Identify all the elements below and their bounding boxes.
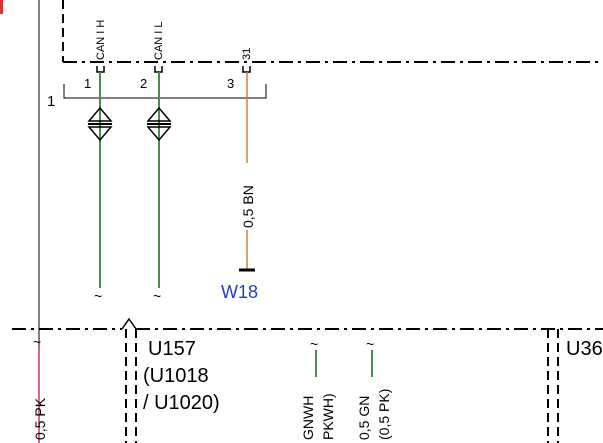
connector-number: 1 bbox=[47, 93, 55, 110]
ground-wire-label: 0,5 BN bbox=[240, 185, 256, 228]
gnwh-wire-break-mark: ~ bbox=[310, 336, 318, 352]
gnwh-wire-label-line2: PKWH) bbox=[320, 393, 336, 440]
pin-3-terminal bbox=[242, 66, 251, 73]
pin-2-terminal bbox=[154, 66, 163, 73]
pk-wire-break-mark: ~ bbox=[33, 334, 41, 350]
bottom-boundary-notch bbox=[121, 317, 137, 330]
gn-wire-label-line1: 0,5 GN bbox=[356, 396, 372, 440]
u157-label-line2: (U1018 bbox=[143, 365, 209, 387]
pin-2-number: 2 bbox=[140, 76, 147, 91]
u157-label-line3: / U1020) bbox=[143, 392, 220, 414]
u157-label-line1: U157 bbox=[148, 338, 196, 360]
gnwh-wire-label-line1: GNWH bbox=[300, 396, 316, 440]
pin-2-signal: CAN I L bbox=[153, 21, 165, 60]
pin-3-signal: 31 bbox=[241, 48, 253, 60]
pin-3-number: 3 bbox=[227, 76, 234, 91]
inline-connector-can-low-icon bbox=[146, 106, 172, 142]
pk-wire-label: 0,5 PK bbox=[32, 397, 48, 440]
pin-1-signal: CAN I H bbox=[95, 20, 107, 60]
inline-connector-can-high-icon bbox=[87, 106, 113, 142]
ground-point-label: W18 bbox=[221, 282, 258, 302]
can-low-break-mark: ~ bbox=[153, 288, 161, 304]
gn-wire-label-line2: (0,5 PK) bbox=[376, 389, 392, 440]
connector-bracket bbox=[63, 84, 267, 99]
pin-1-terminal bbox=[96, 66, 105, 73]
u36-label: U36 bbox=[566, 338, 603, 360]
can-high-break-mark: ~ bbox=[94, 288, 102, 304]
red-edge-mark bbox=[0, 0, 3, 14]
pin-1-number: 1 bbox=[84, 76, 91, 91]
gn-wire-break-mark: ~ bbox=[366, 336, 374, 352]
